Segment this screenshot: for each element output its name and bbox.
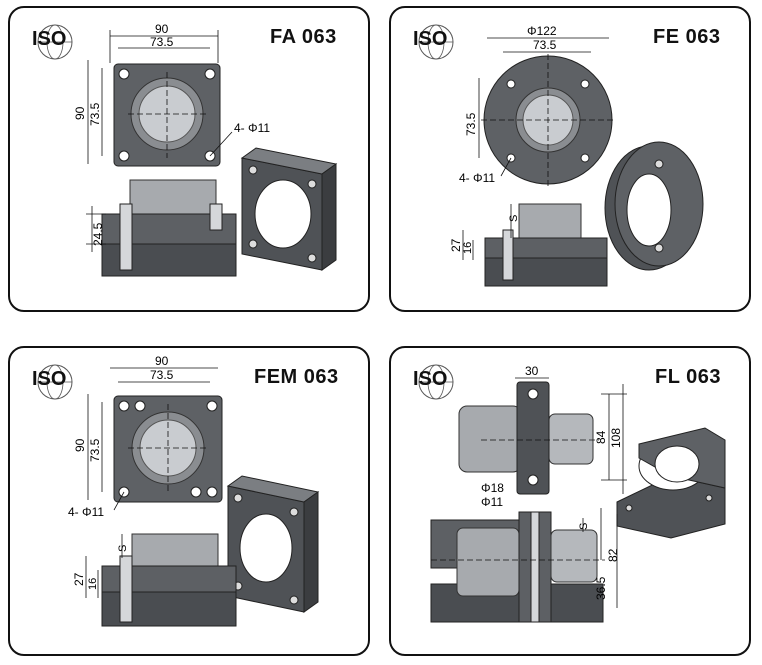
iso-logo: ISO: [405, 362, 467, 402]
dim-depth-b: 16: [87, 578, 99, 590]
foot-3d: [616, 427, 726, 539]
flange-3d: [240, 147, 338, 271]
globe-icon: [37, 24, 73, 60]
panel-fa063: ISO FA 063 90 73.5 90 73.5 4- Φ11: [8, 6, 370, 312]
iso-logo: ISO: [24, 362, 86, 402]
dim-w-outer: Φ122: [527, 24, 557, 38]
dim-holes: 4- Φ11: [234, 121, 270, 135]
fa063-drawing: 90 73.5 90 73.5 4- Φ11: [73, 22, 338, 277]
dim-d-inner: Φ11: [481, 495, 503, 509]
dim-w-inner: 73.5: [150, 35, 174, 49]
dim-w-inner: 73.5: [533, 38, 557, 52]
dim-h-b: 36.5: [594, 576, 608, 600]
iso-logo: ISO: [405, 22, 467, 62]
iso-text: ISO: [413, 368, 448, 390]
panel-fe063: ISO FE 063 Φ122 73.5 73.5 4- Φ11 S: [389, 6, 751, 312]
dim-h-inner: 73.5: [88, 102, 102, 126]
globe-icon: [418, 364, 454, 400]
dim-holes: 4- Φ11: [459, 171, 495, 185]
iso-text: ISO: [413, 28, 448, 50]
panel-title: FEM 063: [254, 366, 339, 388]
panel-title: FE 063: [653, 26, 721, 48]
flange-3d: [604, 141, 704, 271]
fem063-drawing: 90 73.5 90 73.5 4- Φ11: [68, 354, 320, 627]
dim-s: S: [508, 215, 520, 222]
fe063-drawing: Φ122 73.5 73.5 4- Φ11 S 27 16: [449, 24, 704, 287]
dim-depth-a: 27: [72, 572, 86, 586]
dim-h-a: 82: [606, 548, 620, 562]
dim-h-inner: 73.5: [464, 112, 478, 136]
dim-depth-a: 27: [449, 238, 463, 252]
dim-d-outer: Φ18: [481, 481, 504, 495]
dim-s: S: [117, 545, 129, 552]
panel-title: FL 063: [655, 366, 721, 388]
flange-3d: [226, 475, 320, 613]
dim-w-outer: 90: [155, 22, 169, 36]
fl063-drawing: 30 84 108 Φ18 Φ11: [430, 364, 726, 623]
dim-depth: 24.5: [91, 222, 105, 246]
dim-depth-b: 16: [462, 242, 474, 254]
dim-h-outer: 90: [73, 438, 87, 452]
dim-w-outer: 90: [155, 354, 169, 368]
panel-fl063: ISO FL 063 30 84 108 Φ18 Φ11: [389, 346, 751, 656]
iso-logo: ISO: [24, 22, 86, 62]
dim-w-inner: 73.5: [150, 368, 174, 382]
dim-holes: 4- Φ11: [68, 505, 104, 519]
dim-h-outer: 108: [609, 428, 623, 448]
dim-h-inner: 84: [594, 430, 608, 444]
globe-icon: [37, 364, 73, 400]
dim-h-inner: 73.5: [88, 438, 102, 462]
dim-width: 30: [525, 364, 539, 378]
iso-text: ISO: [32, 28, 67, 50]
dim-h-outer: 90: [73, 106, 87, 120]
globe-icon: [418, 24, 454, 60]
dim-s: S: [578, 523, 590, 530]
panel-fem063: ISO FEM 063 90 73.5 90 73.5 4- Φ11: [8, 346, 370, 656]
panel-title: FA 063: [270, 26, 337, 48]
iso-text: ISO: [32, 368, 67, 390]
